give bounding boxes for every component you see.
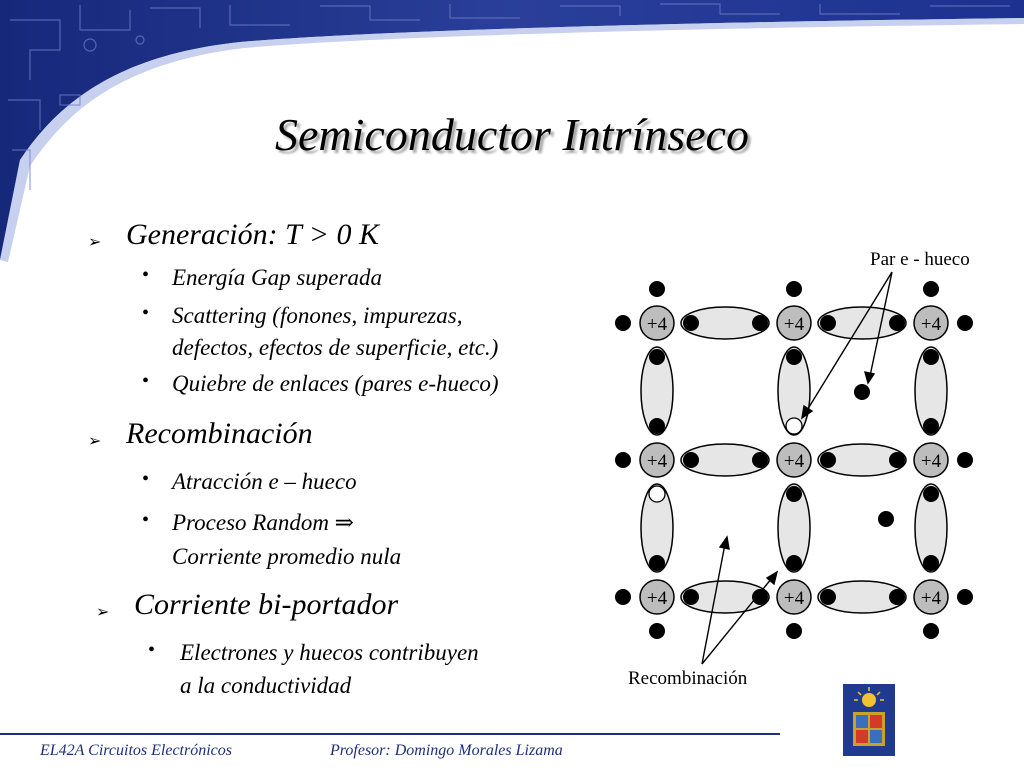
atom-label: +4	[784, 314, 805, 335]
crystal-lattice-diagram: +4 +4 +4 +4 +4 +4 +4 +4 +4	[615, 249, 973, 689]
pair-label: Par e - hueco	[870, 249, 970, 270]
atom-label: +4	[921, 588, 942, 609]
footer-professor: Profesor: Domingo Morales Lizama	[330, 742, 563, 759]
bullet-icon: •	[142, 509, 150, 531]
section-heading-corriente: Corriente bi-portador	[134, 588, 399, 621]
bullet-icon: •	[142, 370, 150, 392]
list-item: Corriente promedio nula	[172, 544, 402, 569]
slide-title: Semiconductor Intrínseco	[275, 109, 749, 160]
university-logo	[843, 684, 895, 756]
arrow-bullet-icon: ➢	[88, 433, 102, 450]
atom-label: +4	[784, 588, 805, 609]
list-item: defectos, efectos de superficie, etc.)	[172, 335, 499, 360]
bullet-icon: •	[142, 264, 150, 286]
list-item: a la conductividad	[180, 673, 352, 698]
section-heading-generacion: Generación: T > 0 K	[126, 218, 380, 251]
arrow-bullet-icon: ➢	[88, 234, 102, 251]
list-item: Electrones y huecos contribuyen	[180, 640, 479, 665]
bullet-icon: •	[148, 639, 156, 661]
list-item: Energía Gap superada	[172, 265, 382, 290]
atom-label: +4	[647, 588, 668, 609]
bullet-icon: •	[142, 302, 150, 324]
atom-label: +4	[784, 451, 805, 472]
list-item: Proceso Random ⇒	[172, 510, 354, 535]
atom-label: +4	[921, 314, 942, 335]
header-banner	[0, 0, 1024, 262]
bullet-icon: •	[142, 468, 150, 490]
atom-label: +4	[647, 451, 668, 472]
list-item: Quiebre de enlaces (pares e-hueco)	[172, 371, 499, 396]
section-heading-recombinacion: Recombinación	[126, 417, 313, 450]
list-item: Atracción e – hueco	[172, 469, 357, 494]
atom-label: +4	[921, 451, 942, 472]
list-item: Scattering (fonones, impurezas,	[172, 303, 463, 328]
atom-label: +4	[647, 314, 668, 335]
footer-divider	[0, 733, 780, 735]
footer-course: EL42A Circuitos Electrónicos	[40, 742, 232, 759]
recombination-label: Recombinación	[628, 668, 748, 689]
arrow-bullet-icon: ➢	[96, 604, 110, 621]
